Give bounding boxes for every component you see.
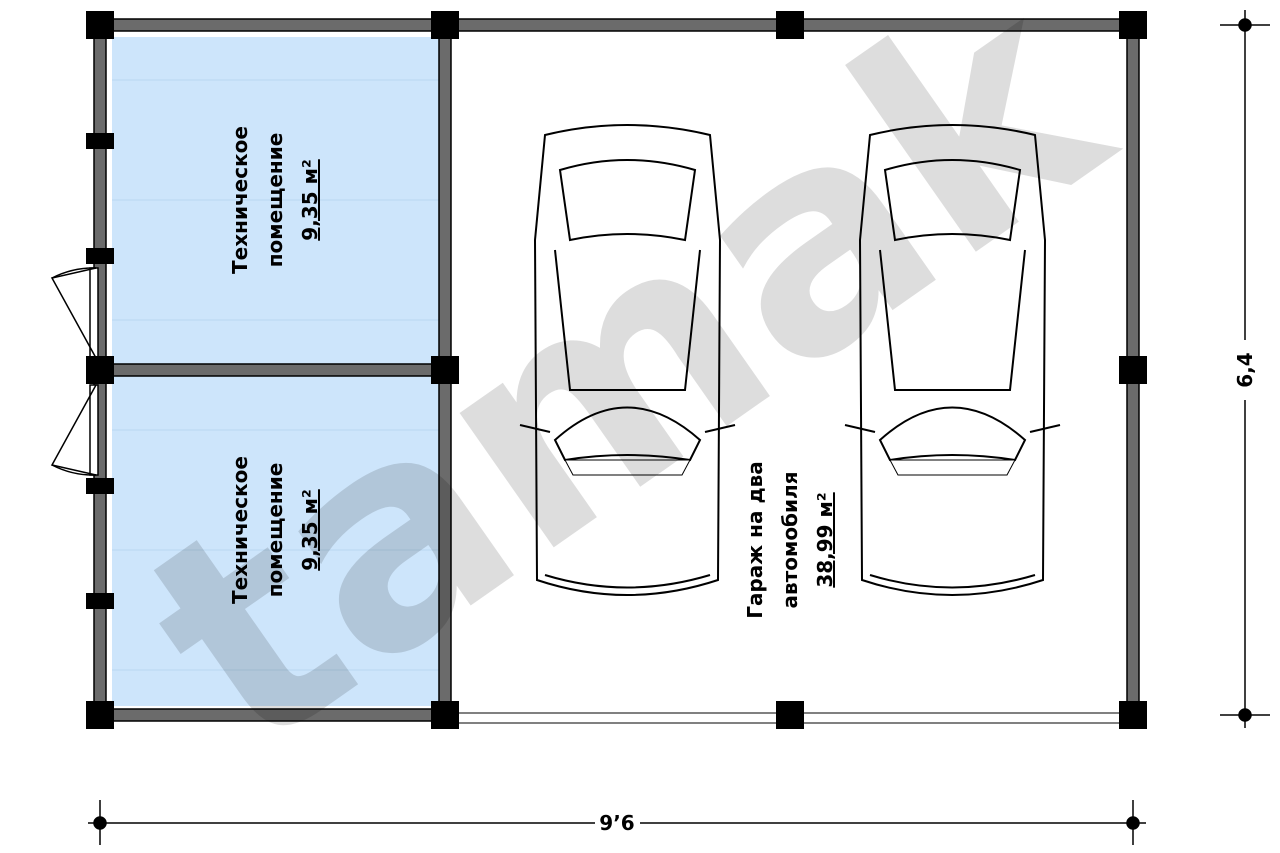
- tech-room-2-label: Техническое помещение 9,35 м²: [228, 456, 322, 604]
- room-name: Техническое: [228, 456, 252, 604]
- width-dimension-line: [88, 800, 1146, 845]
- room-name: автомобиля: [778, 471, 802, 608]
- tech-room-2-floor: [112, 376, 440, 706]
- tech-room-1-floor: [112, 37, 440, 365]
- car-1: [519, 124, 736, 596]
- entry-doors: [50, 267, 99, 476]
- floor-grid: [112, 79, 440, 671]
- height-dimension-line: [1220, 10, 1270, 728]
- room-area: 9,35 м²: [298, 489, 322, 570]
- room-name: помещение: [263, 463, 287, 598]
- posts: [86, 11, 1147, 729]
- room-name: Гараж на два: [743, 461, 767, 619]
- room-name: помещение: [263, 133, 287, 268]
- height-dimension: 6,4: [1233, 352, 1257, 387]
- width-dimension: 9’6: [599, 811, 634, 835]
- room-area: 38,99 м²: [813, 492, 837, 587]
- room-area: 9,35 м²: [298, 159, 322, 240]
- garage-label: Гараж на два автомобиля 38,99 м²: [743, 461, 837, 619]
- room-name: Техническое: [228, 126, 252, 274]
- tech-room-1-label: Техническое помещение 9,35 м²: [228, 126, 322, 274]
